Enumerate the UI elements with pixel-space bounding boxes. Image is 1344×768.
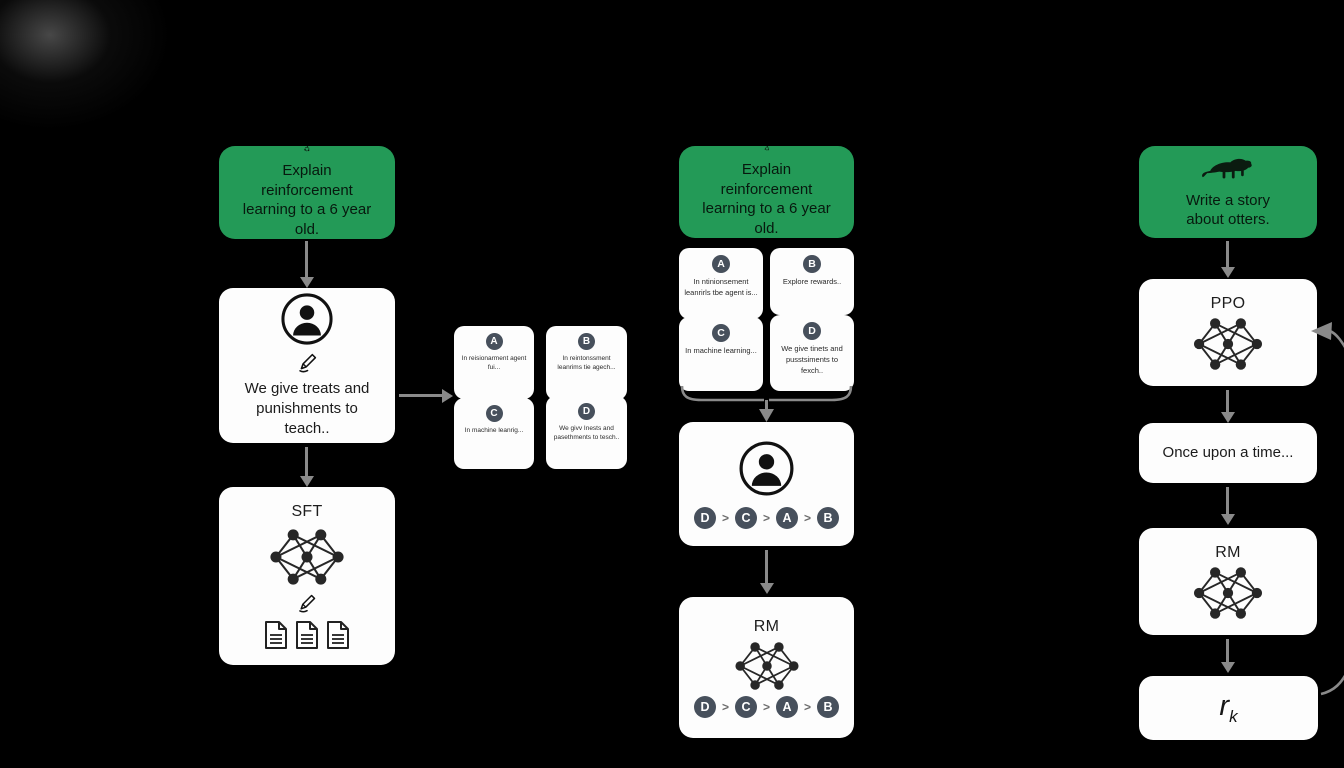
arrow-labeler-to-sft xyxy=(305,447,308,477)
rank-separator: > xyxy=(804,699,812,714)
rank-separator: > xyxy=(721,510,729,525)
ranking-row: D > C > A > B xyxy=(693,695,840,718)
rank-chip: A xyxy=(776,695,798,718)
document-icon xyxy=(263,620,289,650)
neural-network-icon xyxy=(267,528,347,586)
sample-card-b: B In reintonssment leanrims tie agech... xyxy=(546,326,627,400)
stage2-rm-model-box: RM D > C > A > B xyxy=(679,597,854,738)
stage2-labeler-box: D > C > A > B xyxy=(679,422,854,546)
ppo-label: PPO xyxy=(1210,294,1246,312)
rm-label: RM xyxy=(753,617,780,635)
sample-badge: A xyxy=(485,333,503,350)
corner-glow xyxy=(0,0,170,130)
stage3-reward-box: rk xyxy=(1139,676,1318,740)
arrow-output-to-rm xyxy=(1226,487,1229,515)
document-icon xyxy=(325,620,351,650)
arrow-labeler-to-rm xyxy=(765,550,768,584)
stage2-prompt-text: Explain reinforcement learning to a 6 ye… xyxy=(702,161,831,237)
sample-text: We givv Inests and pasethments to tesch.… xyxy=(553,425,620,442)
arrow-ppo-to-output xyxy=(1226,390,1229,413)
arrow-stage1-prompt-to-labeler xyxy=(305,241,308,278)
rank-chip: D xyxy=(693,506,716,529)
rank-chip: C xyxy=(734,695,757,718)
cycle-icon xyxy=(290,146,324,152)
sample-badge: B xyxy=(578,333,595,350)
stage3-ppo-model-box: PPO xyxy=(1139,279,1317,386)
reward-base: r xyxy=(1219,689,1230,722)
sample-text: In reintonssment leanrims tie agech... xyxy=(557,355,616,372)
sample-card-c: C In machine learning... xyxy=(679,317,763,391)
reward-value: rk xyxy=(1219,690,1237,727)
arrow-prompt-to-ppo xyxy=(1226,241,1229,268)
stage2-prompt-box: Explain reinforcement learning to a 6 ye… xyxy=(679,146,854,238)
sample-text: In machine learning... xyxy=(685,346,757,355)
stage3-output-text: Once upon a time... xyxy=(1162,443,1294,461)
pencil-icon xyxy=(297,352,318,373)
rank-separator: > xyxy=(721,699,729,714)
rank-chip: D xyxy=(693,695,716,718)
cycle-icon xyxy=(750,146,784,151)
pencil-icon xyxy=(297,593,317,613)
sample-badge: A xyxy=(712,255,730,273)
stage1-prompt-box: Explain reinforcement learning to a 6 ye… xyxy=(219,146,395,239)
sample-text: In ntinionsement leanrirls tbe agent is.… xyxy=(684,277,758,297)
rank-chip: A xyxy=(776,506,798,529)
stage3-output-box: Once upon a time... xyxy=(1139,423,1317,483)
neural-network-icon xyxy=(1190,566,1266,620)
documents-row xyxy=(263,620,351,650)
document-icon xyxy=(294,620,320,650)
sample-card-b: B Explore rewards.. xyxy=(770,248,854,315)
sample-card-d: D We give tinets and pusstsiments to fex… xyxy=(770,315,854,391)
rank-chip: B xyxy=(817,695,840,718)
sample-badge: C xyxy=(485,405,503,422)
arrow-labeler-to-samples xyxy=(399,394,443,397)
converge-connector xyxy=(680,386,853,422)
sample-text: In reisionarment agent fui... xyxy=(461,355,527,372)
sample-badge: D xyxy=(578,403,595,420)
stage1-sft-model-box: SFT xyxy=(219,487,395,665)
sample-card-c: C In machine leanrig... xyxy=(454,398,534,469)
rank-chip: B xyxy=(817,506,840,529)
sample-badge: D xyxy=(803,322,821,340)
sample-card-d: D We givv Inests and pasethments to tesc… xyxy=(546,396,627,469)
sample-text: In machine leanrig... xyxy=(464,427,524,434)
person-icon xyxy=(738,440,795,497)
stage1-labeler-text: We give treats and punishments to teach.… xyxy=(244,379,370,438)
sample-badge: B xyxy=(803,255,821,273)
reward-subscript: k xyxy=(1229,706,1238,726)
sft-label: SFT xyxy=(291,502,323,520)
neural-network-icon xyxy=(731,641,803,691)
sample-badge: C xyxy=(712,324,730,342)
rank-separator: > xyxy=(762,699,770,714)
rm-label: RM xyxy=(1215,543,1241,561)
sample-card-a: A In reisionarment agent fui... xyxy=(454,326,534,399)
rank-separator: > xyxy=(762,510,770,525)
neural-network-icon xyxy=(1190,317,1266,371)
stage1-prompt-text: Explain reinforcement learning to a 6 ye… xyxy=(242,162,372,238)
sample-text: Explore rewards.. xyxy=(782,277,842,286)
arrow-rm-to-reward xyxy=(1226,639,1229,663)
ranking-row: D > C > A > B xyxy=(693,506,840,529)
sample-text: We give tinets and pusstsiments to fexch… xyxy=(781,344,843,375)
stage1-labeler-box: We give treats and punishments to teach.… xyxy=(219,288,395,443)
person-icon xyxy=(280,292,334,346)
otter-icon xyxy=(1201,155,1255,182)
sample-card-a: A In ntinionsement leanrirls tbe agent i… xyxy=(679,248,763,319)
stage3-prompt-text: Write a story about otters. xyxy=(1186,191,1270,229)
stage3-prompt-box: Write a story about otters. xyxy=(1139,146,1317,238)
rank-separator: > xyxy=(804,510,812,525)
stage3-rm-model-box: RM xyxy=(1139,528,1317,635)
rank-chip: C xyxy=(734,506,757,529)
